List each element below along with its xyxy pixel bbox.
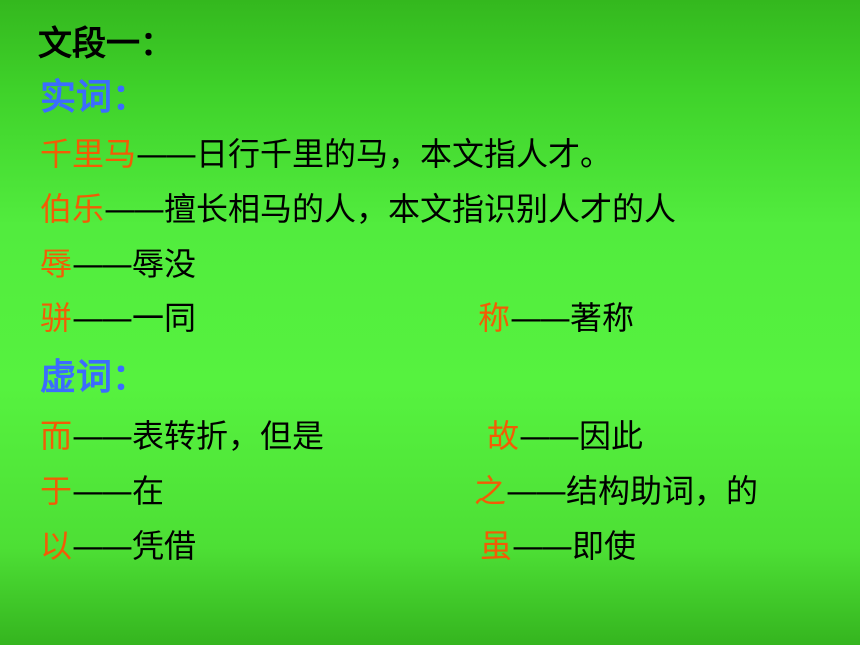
entry-dash: —— [512,527,573,565]
entry-dash: —— [72,245,133,283]
entry-dash: —— [72,527,133,565]
entry-bole: 伯乐——擅长相马的人，本文指识别人才的人 [40,189,676,229]
entry-ru: 辱——辱没 [40,244,196,284]
entry-definition: 一同 [132,299,197,337]
entry-dash: —— [72,472,133,510]
entry-definition: 即使 [572,527,637,565]
entry-definition: 日行千里的马，本文指人才。 [196,135,613,173]
entry-dash: —— [72,299,133,337]
entry-term: 之 [474,472,507,510]
entry-dash: —— [510,299,571,337]
entry-term: 以 [40,527,73,565]
entry-sui: 虽——即使 [480,526,636,566]
entry-term: 虽 [480,527,513,565]
entry-dash: —— [519,417,580,455]
entry-term: 辱 [40,245,73,283]
entry-term: 故 [487,417,520,455]
entry-definition: 结构助词，的 [566,472,759,510]
entry-cheng: 称——著称 [478,298,634,338]
entry-definition: 擅长相马的人，本文指识别人才的人 [164,190,677,228]
entry-definition: 在 [132,472,165,510]
entry-definition: 因此 [579,417,644,455]
entry-definition: 凭借 [132,527,197,565]
entry-er: 而——表转折，但是 [40,416,324,456]
shici-section-title: 实词： [40,77,149,118]
entry-dash: —— [104,190,165,228]
entry-definition: 表转折，但是 [132,417,325,455]
entry-dash: —— [506,472,567,510]
entry-gu: 故——因此 [487,416,643,456]
entry-term: 于 [40,472,73,510]
xuci-section-title: 虚词： [40,357,149,398]
entry-qianlima: 千里马——日行千里的马，本文指人才。 [40,134,612,174]
entry-term: 千里马 [40,135,137,173]
entry-definition: 辱没 [132,245,197,283]
entry-dash: —— [136,135,197,173]
entry-dash: —— [72,417,133,455]
entry-definition: 著称 [570,299,635,337]
entry-term: 骈 [40,299,73,337]
entry-term: 伯乐 [40,190,105,228]
entry-yu: 于——在 [40,471,164,511]
entry-term: 称 [478,299,511,337]
entry-zhi: 之——结构助词，的 [474,471,758,511]
entry-pian: 骈——一同 [40,298,196,338]
entry-term: 而 [40,417,73,455]
entry-yi: 以——凭借 [40,526,196,566]
slide-heading: 文段一： [38,24,174,64]
